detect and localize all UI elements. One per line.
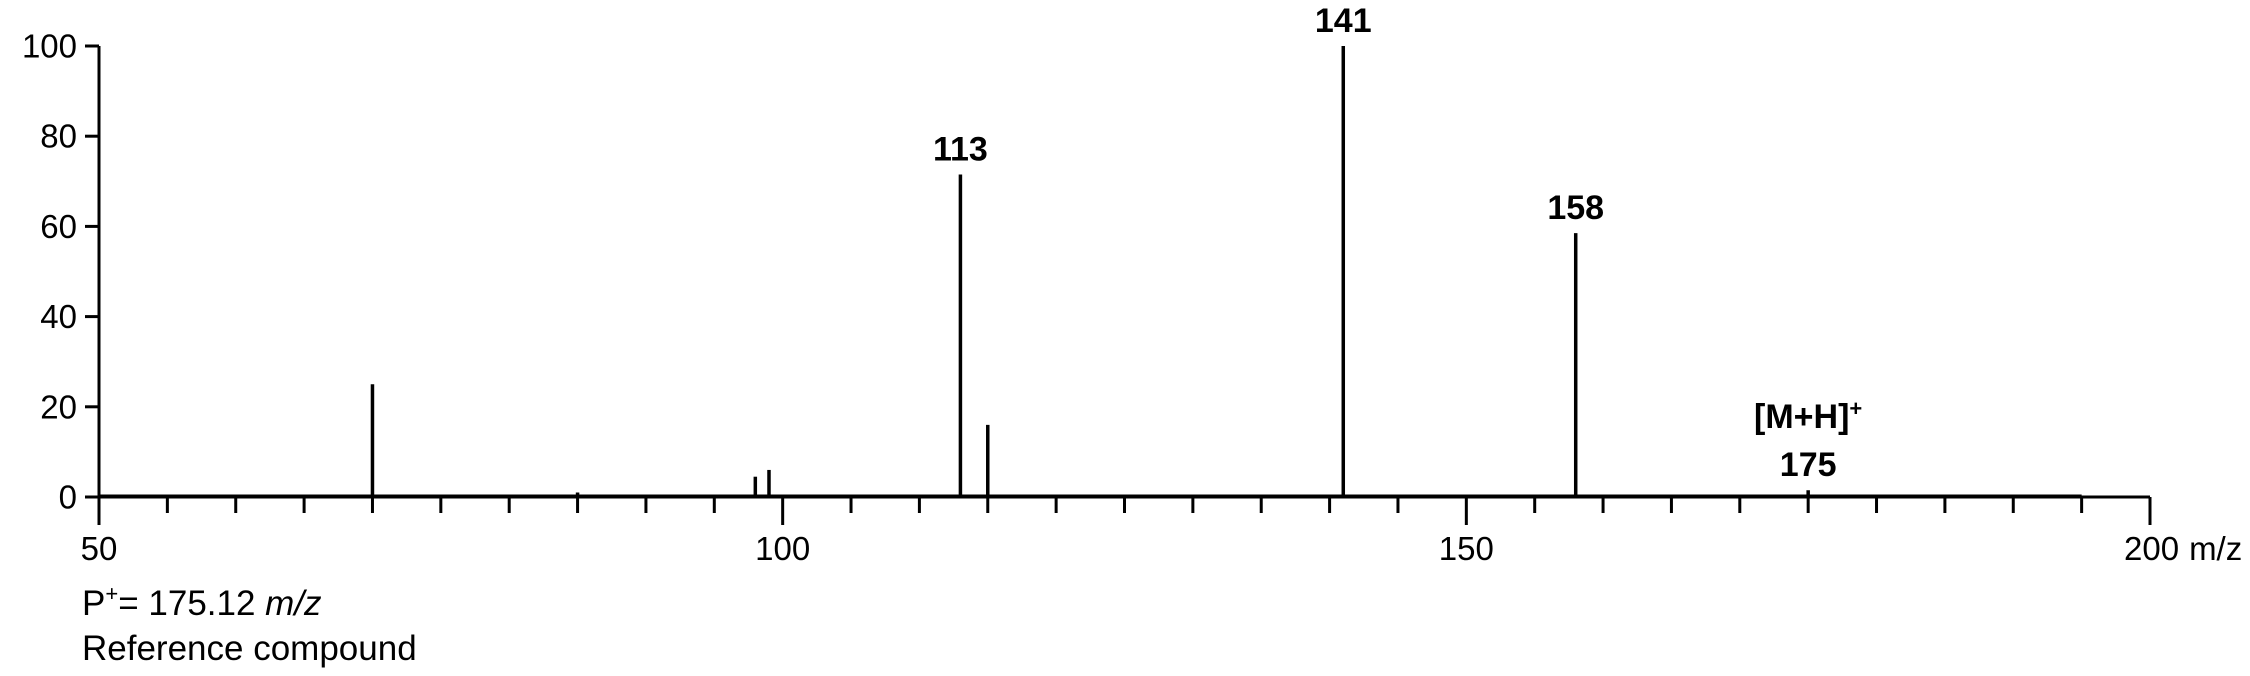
x-tick-label-150: 150 bbox=[1439, 530, 1494, 567]
y-tick-label-0: 0 bbox=[59, 479, 77, 516]
annotation-label-141: 141 bbox=[1315, 2, 1372, 40]
parent-charge: + bbox=[105, 581, 119, 606]
y-tick-label-60: 60 bbox=[40, 208, 77, 245]
x-tick-label-100: 100 bbox=[755, 530, 810, 567]
ticks bbox=[85, 44, 2152, 525]
parent-value: = 175.12 bbox=[118, 584, 266, 623]
y-tick-label-80: 80 bbox=[40, 118, 77, 155]
parent-ion-caption: P+= 175.12 m/z bbox=[82, 581, 322, 623]
compound-caption: Reference compound bbox=[82, 629, 417, 668]
annotation-label-175: 175 bbox=[1780, 446, 1837, 484]
parent-symbol: P bbox=[82, 584, 106, 623]
x-tick-label-50: 50 bbox=[81, 530, 118, 567]
parent-unit: m/z bbox=[265, 584, 322, 623]
y-tick-label-100: 100 bbox=[22, 28, 77, 65]
y-tick-label-40: 40 bbox=[40, 298, 77, 335]
x-axis-label: m/z bbox=[2189, 530, 2242, 567]
y-tick-label-20: 20 bbox=[40, 388, 77, 425]
peaks bbox=[370, 46, 1810, 497]
annotation-label-158: 158 bbox=[1547, 189, 1604, 227]
annotation-ion-charge: + bbox=[1849, 396, 1862, 421]
annotation-ion-175: [M+H]+ bbox=[1754, 396, 1862, 436]
peak-annotations: 113 141 158 [M+H]+ 175 bbox=[933, 2, 1862, 484]
annotation-label-113: 113 bbox=[933, 131, 988, 169]
